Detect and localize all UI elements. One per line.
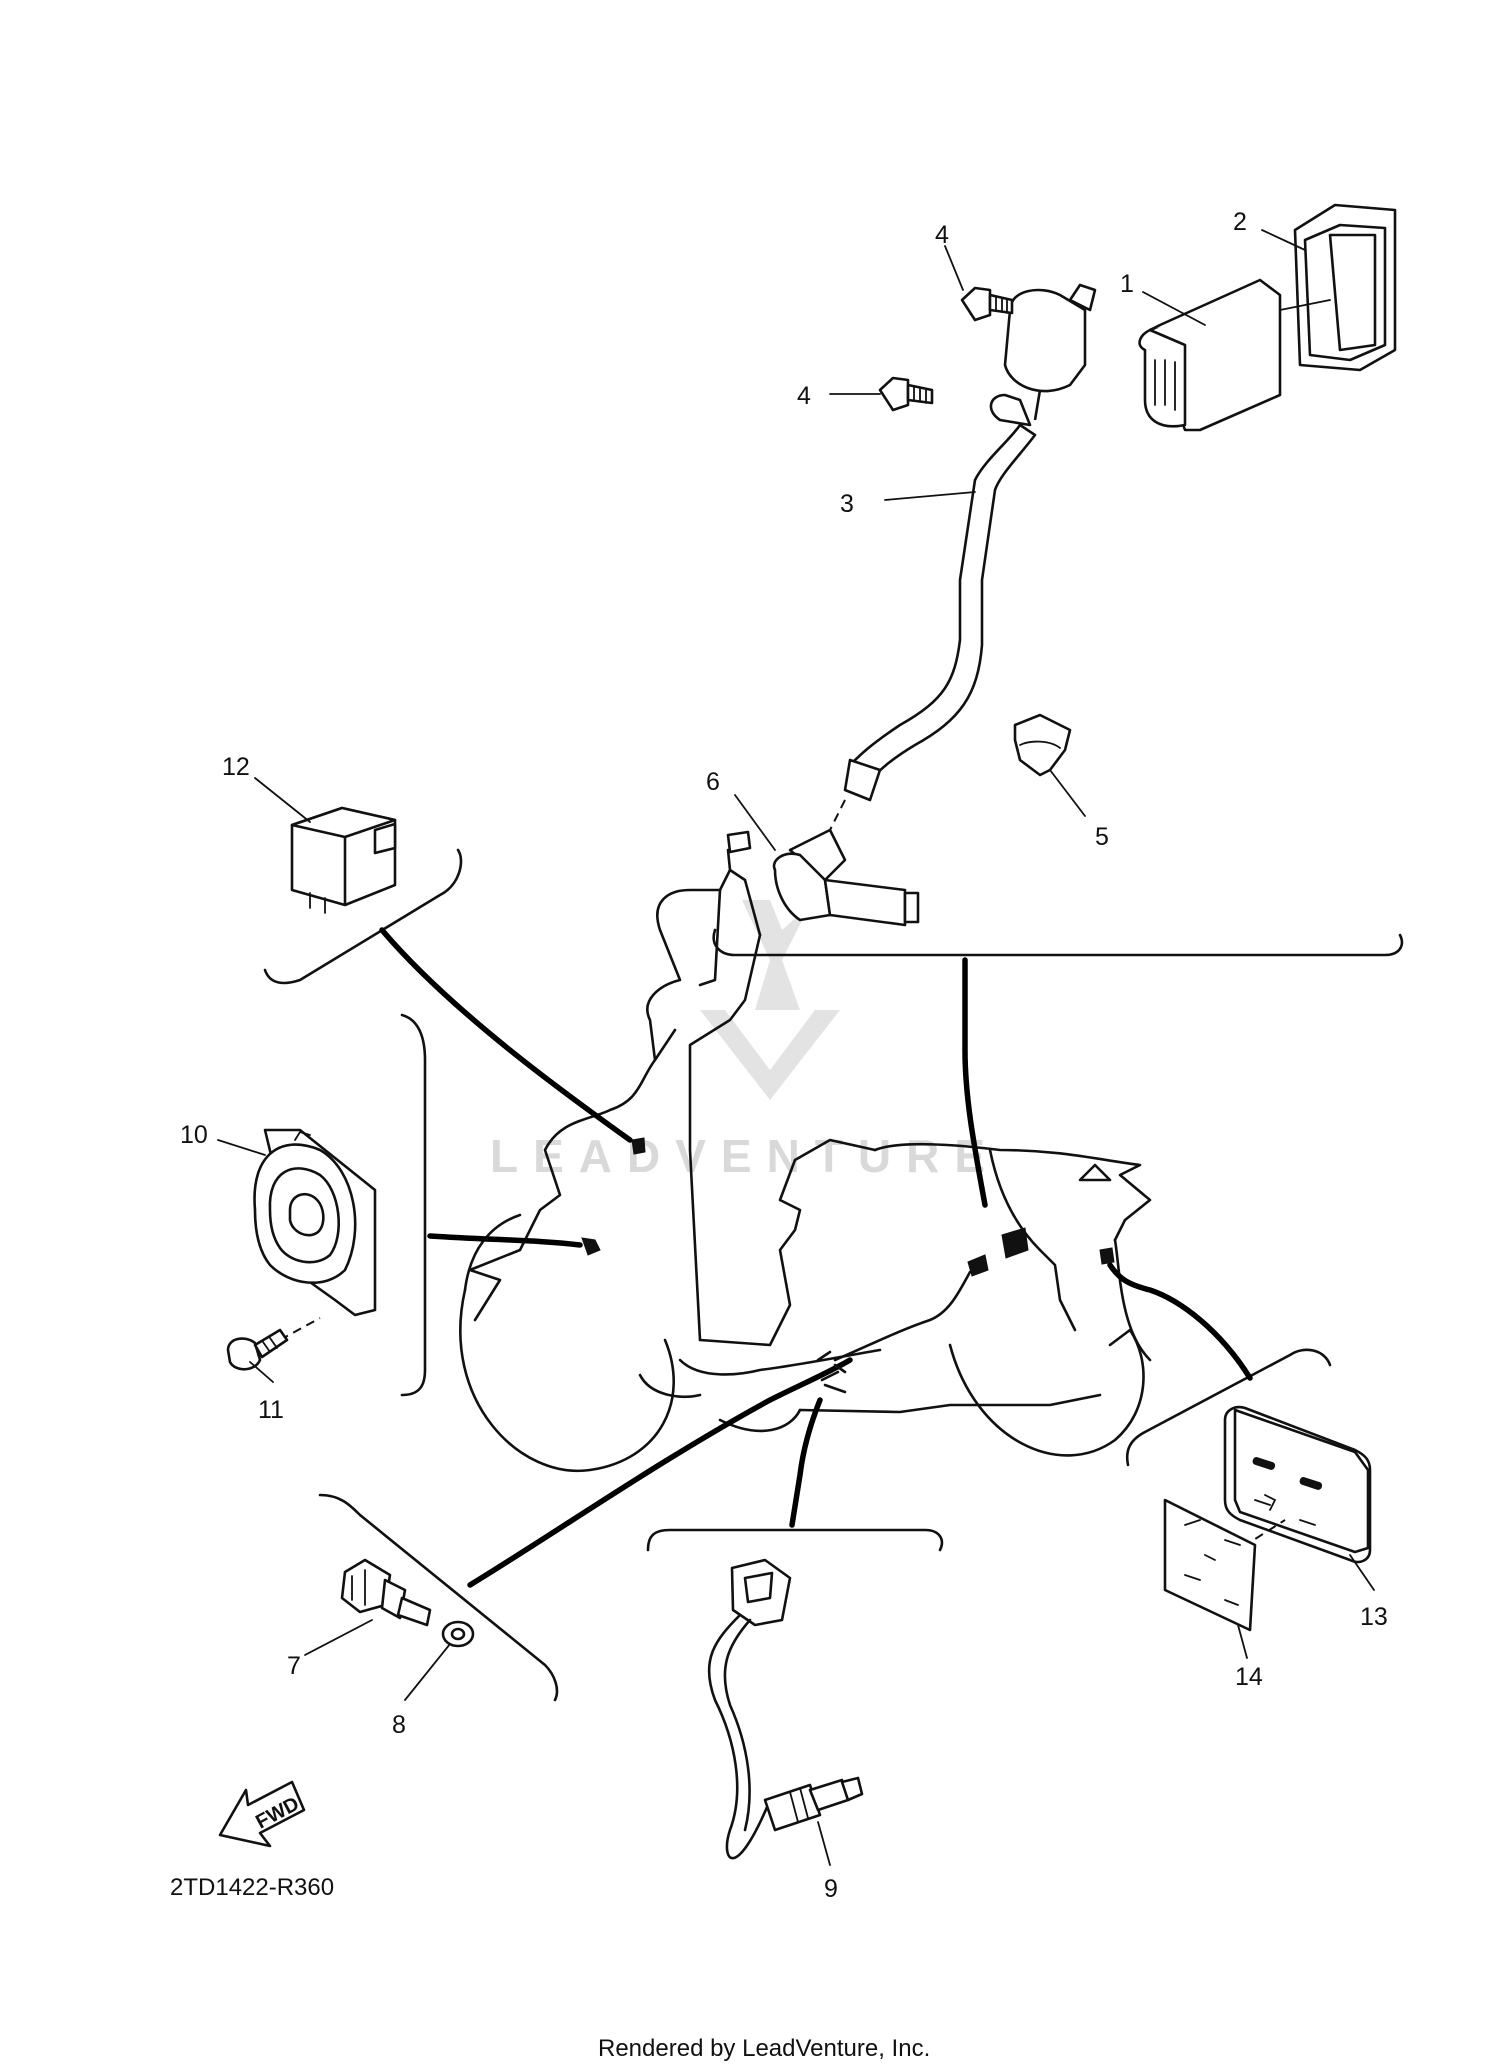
- part-temp-sensor[interactable]: [340, 1558, 432, 1627]
- leader-rectifier-pad: [1229, 1519, 1286, 1556]
- part-ecu[interactable]: [1138, 278, 1282, 432]
- relay-location-mark: [631, 1137, 646, 1155]
- callout-4-upper: 4: [935, 221, 949, 249]
- scooter-outline: [459, 830, 1152, 1473]
- rectifier-location-mark: [1099, 1247, 1115, 1265]
- part-ignition-coil[interactable]: [843, 283, 1097, 802]
- callout-4-lower: 4: [797, 382, 811, 410]
- callout-8: 8: [392, 1711, 406, 1739]
- part-horn-bolt[interactable]: [226, 1328, 289, 1371]
- part-bolt-upper[interactable]: [960, 286, 1014, 322]
- horn-group-bracket: [400, 1013, 427, 1397]
- callout-5: 5: [1095, 823, 1109, 851]
- part-horn[interactable]: [253, 1128, 377, 1317]
- callout-9: 9: [824, 1875, 838, 1903]
- leader-horn-bolt: [279, 1317, 321, 1341]
- sidestand-group-bracket: [646, 1528, 944, 1552]
- watermark-text: LEADVENTURE: [490, 1130, 1000, 1182]
- part-bolt-lower[interactable]: [878, 376, 934, 412]
- relay-group: [263, 806, 463, 985]
- horn-location-mark: [581, 1237, 601, 1256]
- footer-text: Rendered by LeadVenture, Inc.: [598, 2035, 930, 2062]
- part-relay[interactable]: [290, 806, 397, 914]
- callout-10: 10: [180, 1121, 208, 1149]
- watermark: LEADVENTURE: [490, 900, 1000, 1182]
- part-rectifier[interactable]: [1223, 1405, 1372, 1564]
- callout-3: 3: [840, 490, 854, 518]
- callout-6: 6: [706, 768, 720, 796]
- callout-12: 12: [222, 753, 250, 781]
- callout-leaders: [217, 229, 1375, 1866]
- callout-1: 1: [1120, 270, 1134, 298]
- callout-11: 11: [258, 1396, 284, 1424]
- callout-7: 7: [287, 1652, 301, 1680]
- sidestand-group: [646, 1528, 944, 1860]
- sensor-group-bracket: [318, 1493, 559, 1702]
- fwd-arrow-icon: FWD: [218, 1780, 306, 1848]
- leader-ecu-bracket: [1279, 299, 1331, 311]
- rectifier-group-bracket: [1125, 1348, 1332, 1467]
- callout-2: 2: [1233, 208, 1247, 236]
- horn-group: [226, 1013, 427, 1397]
- ecu-group: [712, 203, 1404, 957]
- callout-14: 14: [1235, 1663, 1263, 1691]
- sensor-group: [318, 1493, 559, 1702]
- ecu-group-leader: [962, 957, 988, 1208]
- callouts: 1 2 3 4 4 5 6 7 8 9 10 11 12 13 14: [180, 208, 1388, 1903]
- harness: [816, 1227, 1029, 1394]
- relay-group-leader: [379, 927, 633, 1143]
- rectifier-group: [1125, 1348, 1372, 1632]
- watermark-logo-icon: [700, 900, 840, 1100]
- ecu-group-bracket: [712, 928, 1404, 957]
- relay-group-bracket: [263, 848, 463, 985]
- rectifier-group-leader: [1107, 1262, 1253, 1381]
- sidestand-group-leader: [789, 1397, 823, 1528]
- callout-13: 13: [1360, 1603, 1388, 1631]
- horn-group-leader: [427, 1233, 583, 1248]
- part-rectifier-pad[interactable]: [1163, 1498, 1257, 1632]
- part-clamp[interactable]: [1013, 713, 1072, 777]
- leader-plug-cap: [829, 799, 846, 831]
- part-washer[interactable]: [441, 1620, 475, 1648]
- diagram-code: 2TD1422-R360: [170, 1874, 334, 1901]
- sensor-group-leader: [467, 1357, 853, 1588]
- part-plug-cap[interactable]: [772, 828, 920, 927]
- part-ecu-bracket[interactable]: [1293, 203, 1397, 372]
- part-switch-sensor[interactable]: [707, 1558, 864, 1860]
